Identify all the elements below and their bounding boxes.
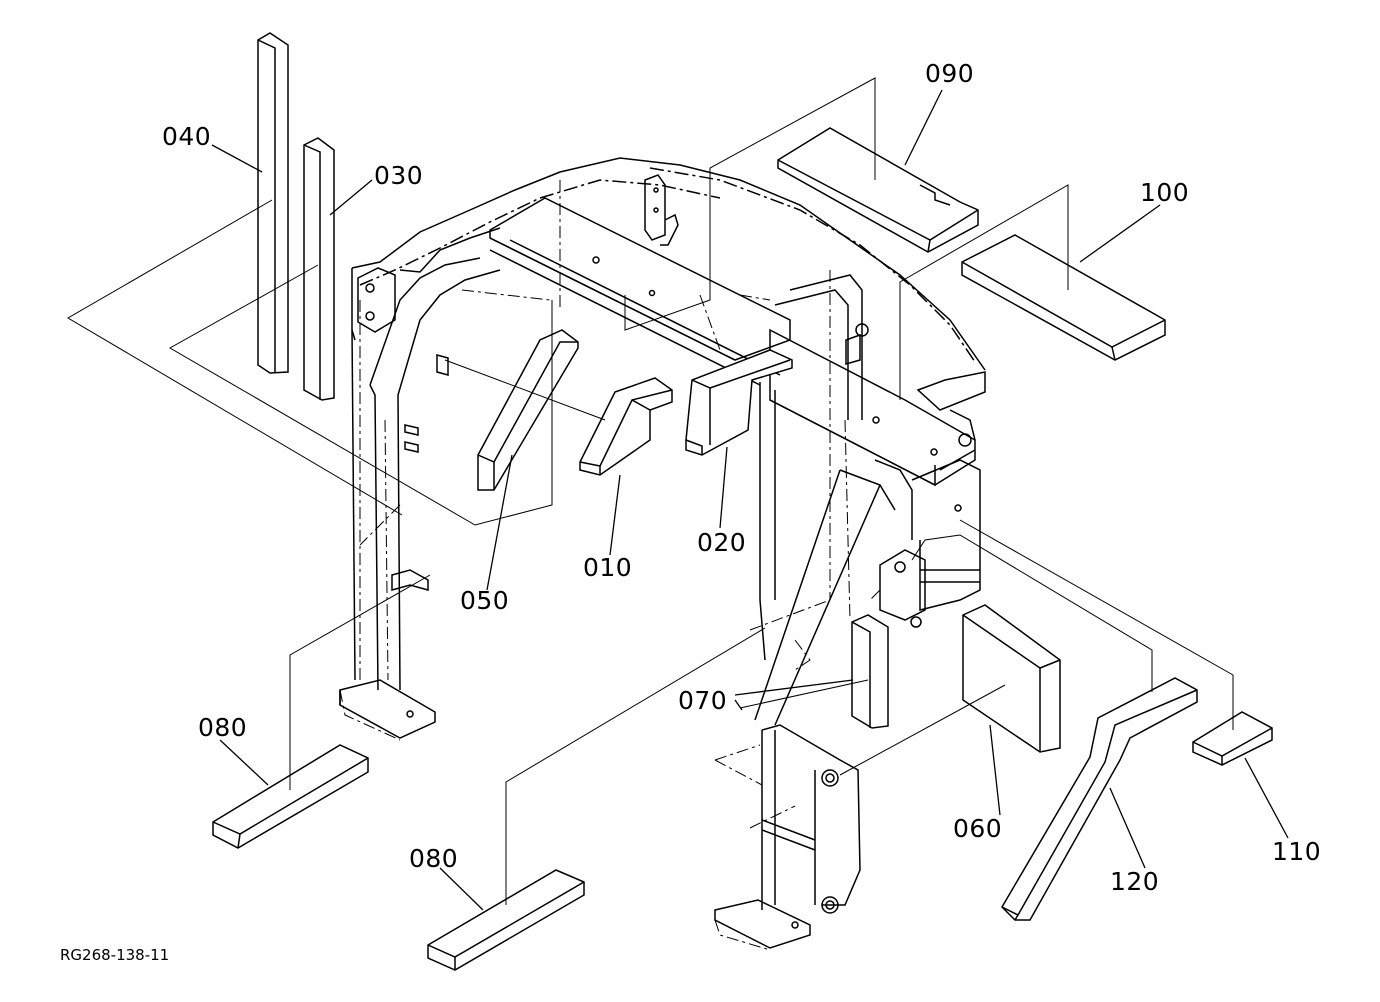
frame-structure [340,158,985,948]
leader-080-center [440,868,483,910]
leader-070b [735,700,742,710]
assembly-guide-lines [68,78,1233,905]
callout-090: 090 [925,59,975,88]
leader-080-left [220,740,268,785]
leader-070 [735,680,853,695]
callout-080-center: 080 [409,844,459,873]
leader-090 [905,90,942,165]
pad-100 [962,235,1165,360]
leader-120 [1110,788,1145,868]
callout-070: 070 [678,686,728,715]
pad-080-center [428,870,584,970]
leader-020 [720,447,727,528]
pad-050 [478,330,578,490]
pad-010 [580,378,672,475]
pad-030 [304,138,334,400]
pad-080-left [213,745,368,848]
callout-060: 060 [953,814,1003,843]
leader-lines [212,90,1288,910]
leader-040 [212,145,262,172]
callout-030: 030 [374,161,424,190]
callout-040: 040 [162,122,212,151]
leader-100 [1080,205,1160,262]
part-shapes [213,33,1272,970]
callout-050: 050 [460,586,510,615]
callout-010: 010 [583,553,633,582]
pad-020 [686,350,792,455]
pad-120 [1002,678,1197,920]
leader-110 [1245,758,1288,838]
callout-020: 020 [697,528,747,557]
leader-050 [487,455,512,590]
callout-100: 100 [1140,178,1190,207]
leader-060 [990,725,1000,815]
callout-110: 110 [1272,837,1322,866]
callout-080-left: 080 [198,713,248,742]
leader-030 [330,180,372,215]
diagram-reference-code: RG268-138-11 [60,946,170,964]
callout-120: 120 [1110,867,1160,896]
leader-010 [610,475,620,555]
pad-060 [963,605,1060,752]
pad-040 [258,33,288,373]
pad-090 [778,128,978,252]
